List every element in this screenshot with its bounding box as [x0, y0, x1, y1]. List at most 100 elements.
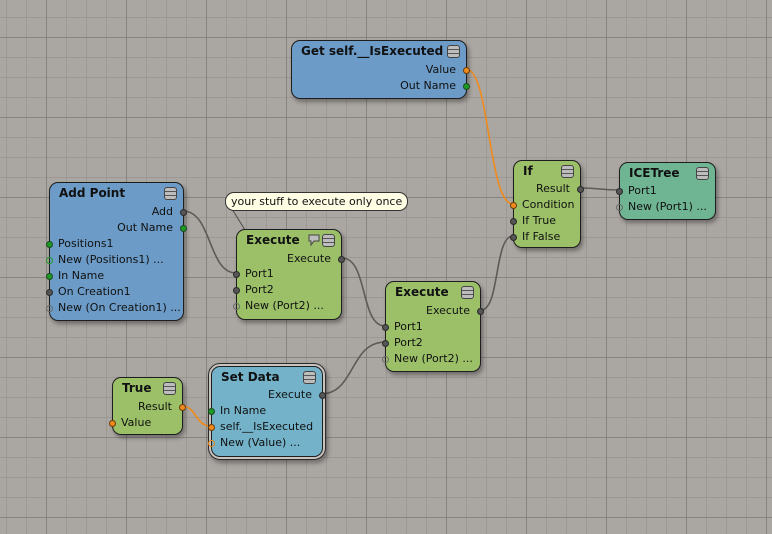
port-connector-icon[interactable]	[208, 407, 215, 415]
port-connector-icon[interactable]	[338, 255, 345, 263]
port-label: Condition	[522, 198, 575, 211]
port-connector-icon[interactable]	[180, 208, 187, 216]
port-connector-icon[interactable]	[46, 272, 53, 280]
wire-true-result-to-setdata-value[interactable]	[181, 405, 211, 427]
port-label: Execute	[287, 252, 331, 265]
port-connector-icon[interactable]	[46, 288, 53, 296]
node-comment-bubble: your stuff to execute only once	[225, 192, 409, 211]
input-port-port1[interactable]: Port1	[233, 266, 274, 282]
node-icetree[interactable]: ICETree Port1 New (Port1) ...	[616, 162, 716, 220]
node-menu-icon[interactable]	[447, 45, 460, 58]
port-connector-icon[interactable]	[233, 302, 240, 310]
input-port-condition[interactable]: Condition	[510, 197, 575, 213]
input-port-in-name[interactable]: In Name	[46, 268, 105, 284]
port-connector-icon[interactable]	[208, 439, 215, 447]
port-connector-icon[interactable]	[109, 419, 116, 427]
input-port-in-name[interactable]: In Name	[208, 403, 266, 419]
input-port-new-value[interactable]: New (Value) ...	[208, 435, 301, 451]
port-label: Add	[151, 205, 173, 218]
port-connector-icon[interactable]	[46, 240, 53, 248]
port-connector-icon[interactable]	[463, 82, 470, 90]
output-port-out-name[interactable]: Out Name	[400, 78, 470, 94]
port-label: On Creation1	[58, 285, 131, 298]
port-connector-icon[interactable]	[208, 423, 215, 431]
node-menu-icon[interactable]	[322, 234, 335, 247]
input-port-port1[interactable]: Port1	[616, 183, 657, 199]
input-port-if-false[interactable]: If False	[510, 229, 560, 245]
input-port-value[interactable]: Value	[109, 415, 151, 431]
output-port-execute[interactable]: Execute	[268, 387, 326, 403]
port-connector-icon[interactable]	[463, 66, 470, 74]
input-port-new-port2[interactable]: New (Port2) ...	[382, 351, 473, 367]
port-connector-icon[interactable]	[510, 217, 517, 225]
port-connector-icon[interactable]	[180, 224, 187, 232]
wire-if-result-to-icetree-port1[interactable]	[580, 187, 620, 191]
port-label: Positions1	[58, 237, 114, 250]
port-connector-icon[interactable]	[382, 339, 389, 347]
port-connector-icon[interactable]	[179, 403, 186, 411]
node-get-is-executed[interactable]: Get self.__IsExecuted Value Out Name	[291, 40, 470, 99]
node-menu-icon[interactable]	[163, 382, 176, 395]
port-label: New (Port2) ...	[394, 352, 473, 365]
output-port-result[interactable]: Result	[138, 399, 186, 415]
input-port-if-true[interactable]: If True	[510, 213, 556, 229]
port-connector-icon[interactable]	[616, 203, 623, 211]
port-connector-icon[interactable]	[510, 201, 517, 209]
output-port-result[interactable]: Result	[536, 181, 584, 197]
output-port-value[interactable]: Value	[426, 62, 470, 78]
input-port-port2[interactable]: Port2	[233, 282, 274, 298]
wire-addpoint-add-to-execute1-port1[interactable]	[182, 210, 237, 274]
input-port-new-port2[interactable]: New (Port2) ...	[233, 298, 324, 314]
port-connector-icon[interactable]	[46, 304, 53, 312]
node-menu-icon[interactable]	[164, 187, 177, 200]
port-connector-icon[interactable]	[319, 391, 326, 399]
output-port-add[interactable]: Add	[151, 204, 187, 220]
port-connector-icon[interactable]	[510, 233, 517, 241]
node-title: Set Data	[221, 370, 280, 384]
input-port-port1[interactable]: Port1	[382, 319, 423, 335]
input-port-positions1[interactable]: Positions1	[46, 236, 114, 252]
input-port-on-creation1[interactable]: On Creation1	[46, 284, 131, 300]
node-execute-1[interactable]: Execute Execute Port1 Port2 New (Port2) …	[233, 229, 345, 320]
port-label: New (On Creation1) ...	[58, 301, 181, 314]
comment-icon[interactable]	[308, 234, 320, 246]
node-execute-2[interactable]: Execute Execute Port1 Port2 New (Port2) …	[382, 281, 484, 372]
node-menu-icon[interactable]	[696, 167, 709, 180]
port-connector-icon[interactable]	[577, 185, 584, 193]
port-label: New (Value) ...	[220, 436, 301, 449]
node-menu-icon[interactable]	[561, 165, 574, 178]
wire-setdata-to-execute2-port2[interactable]	[320, 341, 386, 395]
port-connector-icon[interactable]	[233, 286, 240, 294]
port-connector-icon[interactable]	[46, 256, 53, 264]
node-menu-icon[interactable]	[303, 371, 316, 384]
port-connector-icon[interactable]	[616, 187, 623, 195]
input-port-port2[interactable]: Port2	[382, 335, 423, 351]
input-port-is-executed[interactable]: self.__IsExecuted	[208, 419, 313, 435]
input-port-new-port1[interactable]: New (Port1) ...	[616, 199, 707, 215]
wire-execute1-to-execute2-port1[interactable]	[341, 257, 386, 327]
output-port-out-name[interactable]: Out Name	[117, 220, 187, 236]
port-label: Port1	[245, 267, 274, 280]
output-port-execute[interactable]: Execute	[287, 251, 345, 267]
node-add-point[interactable]: Add Point Add Out Name Positions1 New (P…	[46, 182, 187, 321]
node-title: Add Point	[59, 186, 126, 200]
port-connector-icon[interactable]	[233, 270, 240, 278]
input-port-new-positions1[interactable]: New (Positions1) ...	[46, 252, 164, 268]
node-menu-icon[interactable]	[461, 286, 474, 299]
node-true[interactable]: True Result Value	[109, 377, 186, 435]
port-connector-icon[interactable]	[382, 323, 389, 331]
node-set-data[interactable]: Set Data Execute In Name self.__IsExecut…	[208, 363, 326, 460]
port-label: Port1	[628, 184, 657, 197]
wire-execute2-to-if-iffalse[interactable]	[480, 235, 514, 311]
port-label: Port2	[394, 336, 423, 349]
port-connector-icon[interactable]	[382, 355, 389, 363]
input-port-new-on-creation1[interactable]: New (On Creation1) ...	[46, 300, 181, 316]
port-label: In Name	[58, 269, 105, 282]
port-label: If True	[522, 214, 556, 227]
node-if[interactable]: If Result Condition If True If False	[510, 160, 584, 248]
node-title: Get self.__IsExecuted	[301, 44, 444, 58]
wire-get-value-to-if-condition[interactable]	[465, 68, 514, 205]
output-port-execute[interactable]: Execute	[426, 303, 484, 319]
port-connector-icon[interactable]	[477, 307, 484, 315]
